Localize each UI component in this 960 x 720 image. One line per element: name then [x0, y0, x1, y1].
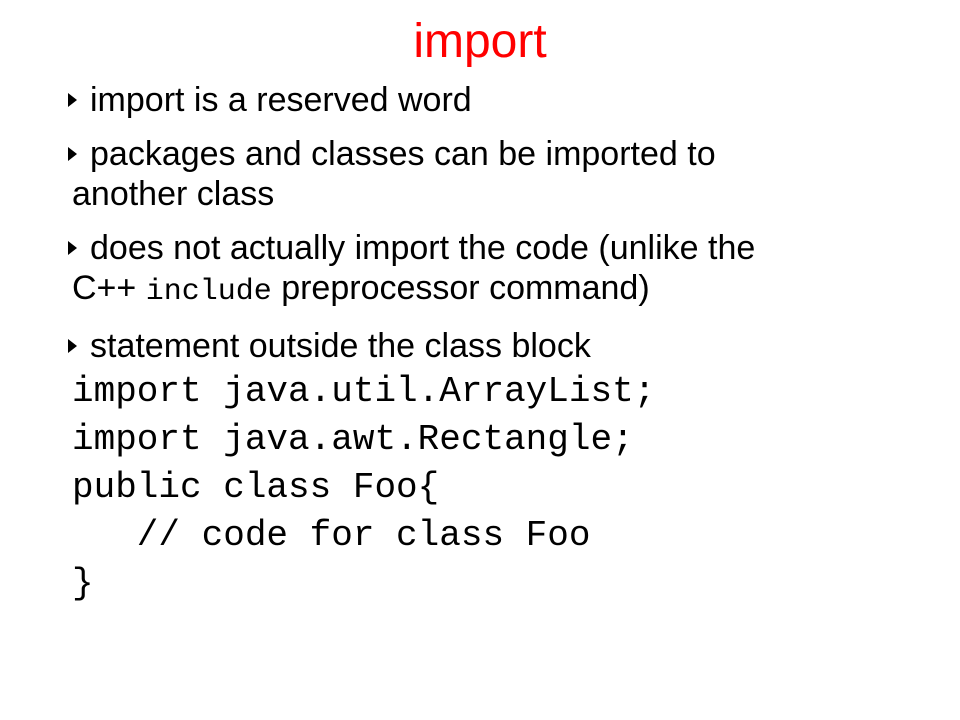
bullet-item: does not actually import the code (unlik…	[68, 228, 932, 312]
code-line: import java.util.ArrayList;	[72, 371, 656, 412]
bullet-text: import is a reserved word	[90, 81, 472, 119]
triangle-right-icon	[68, 93, 77, 107]
bullet-item: import is a reserved word	[68, 80, 932, 120]
bullet-text-pre: C++	[72, 269, 146, 307]
bullet-item: statement outside the class block import…	[68, 326, 932, 608]
code-line: import java.awt.Rectangle;	[72, 419, 634, 460]
bullet-text: packages and classes can be imported to	[90, 135, 716, 173]
code-line: public class Foo{	[72, 467, 440, 508]
code-block: import java.util.ArrayList; import java.a…	[72, 368, 932, 608]
bullet-text-continued: C++ include preprocessor command)	[72, 268, 932, 312]
triangle-right-icon	[68, 241, 77, 255]
bullet-text: statement outside the class block	[90, 327, 591, 365]
inline-code: include	[145, 275, 272, 309]
code-line: // code for class Foo	[72, 515, 591, 556]
bullet-text-continued: another class	[72, 175, 275, 213]
bullet-text: does not actually import the code (unlik…	[90, 229, 756, 267]
bullet-text-post: preprocessor command)	[271, 269, 650, 307]
triangle-right-icon	[68, 339, 77, 353]
triangle-right-icon	[68, 147, 77, 161]
code-line: }	[72, 563, 94, 604]
slide-title: import	[413, 15, 547, 68]
bullet-item: packages and classes can be imported to …	[68, 134, 932, 214]
bullet-list: import is a reserved word packages and c…	[68, 80, 932, 622]
